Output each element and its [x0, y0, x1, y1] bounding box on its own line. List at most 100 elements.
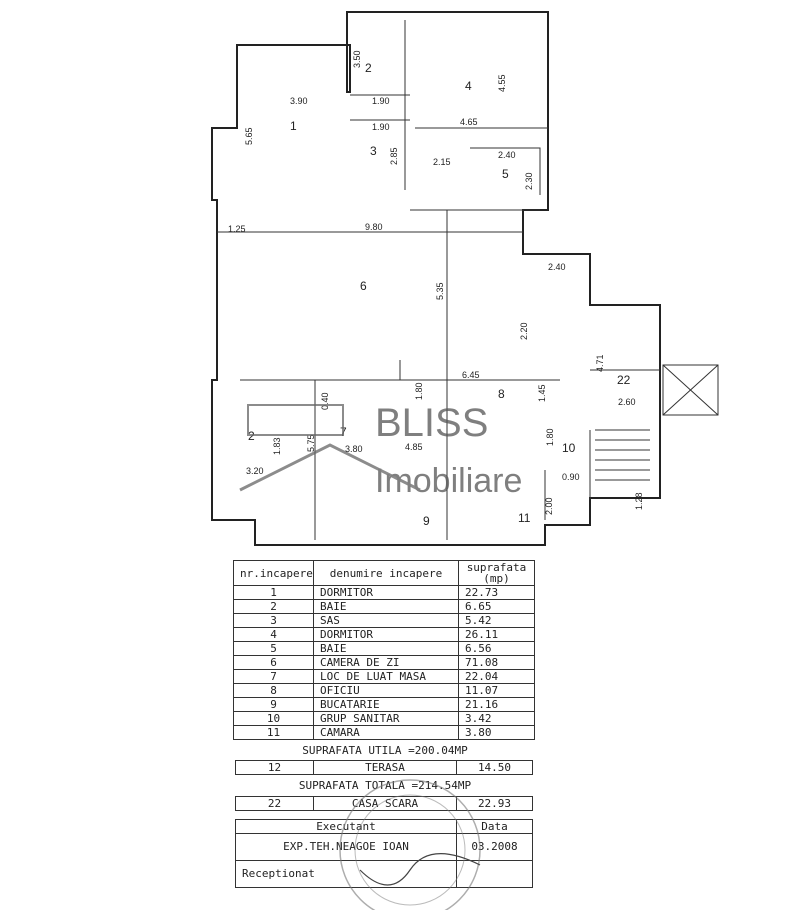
dimension: 5.75 [306, 434, 316, 452]
table-cell: OFICIU [313, 683, 459, 698]
floor-plan: 1 2 3 4 5 6 7 8 9 10 11 22 2 3.90 3.50 1… [211, 11, 719, 546]
dimension: 1.45 [537, 384, 547, 402]
date-value: 03.2008 [456, 833, 533, 861]
table-cell: 5.42 [458, 613, 535, 628]
dimension: 2.00 [544, 497, 554, 515]
cell: 14.50 [456, 760, 533, 775]
dimension: 5.65 [244, 127, 254, 145]
dimension: 2.20 [519, 322, 529, 340]
dimension: 6.45 [462, 370, 480, 380]
watermark-text: BLISS [375, 401, 488, 445]
dimensions: 3.90 3.50 1.90 1.90 5.65 2.85 4.55 4.65 … [228, 50, 644, 515]
dimension: 0.40 [320, 392, 330, 410]
header-name: denumire incapere [313, 560, 459, 586]
table-cell: 6.56 [458, 641, 535, 656]
room-1-label: 1 [290, 119, 297, 133]
room-8-label: 8 [498, 387, 505, 401]
stair-row: 22 CASA SCARA 22.93 [235, 796, 533, 811]
cell: 22.93 [456, 796, 533, 811]
table-cell: 22.73 [458, 585, 535, 600]
dimension: 1.90 [372, 96, 390, 106]
dimension: 1.83 [272, 437, 282, 455]
watermark-logo: BLISS Imobiliare [239, 401, 522, 500]
table-cell: 8 [233, 683, 314, 698]
table-cell: 2 [233, 599, 314, 614]
dimension: 0.90 [562, 472, 580, 482]
dimension: 1.80 [414, 382, 424, 400]
dimension: 4.85 [405, 442, 423, 452]
table-cell: 5 [233, 641, 314, 656]
table-cell: 22.04 [458, 669, 535, 684]
walls [211, 11, 719, 546]
usable-area: SUPRAFATA UTILA =200.04MP [302, 744, 468, 757]
dimension: 1.80 [545, 428, 555, 446]
room-11-label: 11 [518, 511, 531, 525]
stamp-seal [339, 779, 481, 910]
table-cell: 7 [233, 669, 314, 684]
room-6-label: 6 [360, 279, 367, 293]
dimension: 3.80 [345, 444, 363, 454]
dimension: 9.80 [365, 222, 383, 232]
room-10-label: 10 [562, 441, 576, 455]
dimension: 2.15 [433, 157, 451, 167]
room-4-label: 4 [465, 79, 472, 93]
table-cell: BUCATARIE [313, 697, 459, 712]
table-cell: 10 [233, 711, 314, 726]
table-cell: 6.65 [458, 599, 535, 614]
table-cell: CAMERA DE ZI [313, 655, 459, 670]
dimension: 2.60 [618, 397, 636, 407]
room-3-label: 3 [370, 144, 377, 158]
dimension: 4.65 [460, 117, 478, 127]
table-cell: BAIE [313, 641, 459, 656]
watermark-text: Imobiliare [375, 462, 522, 500]
dimension: 4.71 [595, 354, 605, 372]
dimension: 2.40 [498, 150, 516, 160]
room-22-label: 22 [617, 373, 631, 387]
table-cell: 3 [233, 613, 314, 628]
terrace-row: 12 TERASA 14.50 [235, 760, 533, 775]
dimension: 3.20 [246, 466, 264, 476]
signature [359, 853, 481, 886]
table-cell: 11 [233, 725, 314, 740]
dimension: 2.85 [389, 147, 399, 165]
table-cell: 3.42 [458, 711, 535, 726]
table-cell: 3.80 [458, 725, 535, 740]
room-9-label: 9 [423, 514, 430, 528]
cell: 12 [235, 760, 314, 775]
dimension: 5.35 [435, 282, 445, 300]
dimension: 1.90 [372, 122, 390, 132]
table-cell: SAS [313, 613, 459, 628]
header-nr: nr.incapere [233, 560, 314, 586]
table-cell: 1 [233, 585, 314, 600]
table-cell: CAMARA [313, 725, 459, 740]
table-cell: 6 [233, 655, 314, 670]
empty-cell [456, 860, 533, 888]
table-cell: 11.07 [458, 683, 535, 698]
dimension: 3.90 [290, 96, 308, 106]
table-cell: 71.08 [458, 655, 535, 670]
table-cell: GRUP SANITAR [313, 711, 459, 726]
table-cell: 4 [233, 627, 314, 642]
dimension: 1.28 [634, 492, 644, 510]
room-5-label: 5 [502, 167, 509, 181]
table-cell: DORMITOR [313, 627, 459, 642]
table-cell: DORMITOR [313, 585, 459, 600]
dimension: 2.40 [548, 262, 566, 272]
table-cell: 26.11 [458, 627, 535, 642]
receptionat-label: Receptionat [235, 860, 457, 888]
dimension: 4.55 [497, 74, 507, 92]
dimension: 2.30 [524, 172, 534, 190]
table-cell: 9 [233, 697, 314, 712]
